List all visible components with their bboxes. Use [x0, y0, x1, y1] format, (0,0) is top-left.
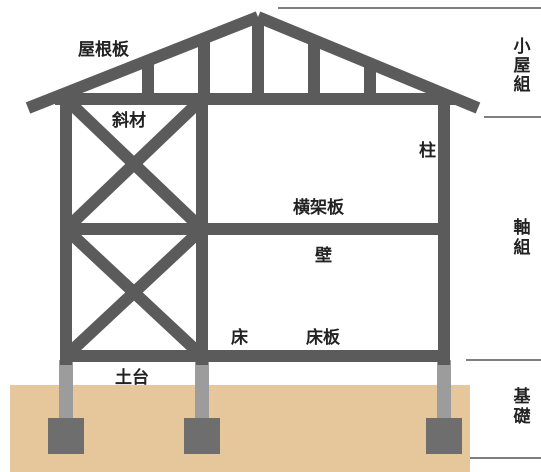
pier-right — [437, 360, 451, 420]
label-floor-board: 床板 — [306, 327, 341, 348]
brace-lower-2 — [61, 224, 207, 361]
section-rules — [278, 7, 541, 459]
label-sill: 土台 — [115, 367, 149, 388]
section-foundation-char-2: 礎 — [514, 406, 532, 427]
label-roof-board: 屋根板 — [78, 39, 130, 60]
footing-right — [426, 418, 462, 454]
section-foundation-char-1: 基 — [513, 386, 532, 407]
rafter-right — [255, 11, 481, 114]
label-brace: 斜材 — [111, 110, 146, 131]
section-label-frame: 軸 組 — [514, 217, 531, 258]
pier-middle — [195, 360, 209, 420]
structural-frame — [25, 11, 481, 365]
label-floor: 床 — [231, 327, 249, 348]
section-roof-truss-char-3: 組 — [514, 74, 531, 95]
brace-upper-2 — [61, 94, 207, 234]
section-label-roof-truss: 小 屋 組 — [514, 37, 531, 95]
section-frame-char-1: 軸 — [514, 217, 531, 238]
section-label-foundation: 基 礎 — [513, 386, 532, 427]
foundation-piers — [59, 360, 451, 420]
section-frame-char-2: 組 — [514, 237, 531, 258]
section-roof-truss-char-1: 小 — [514, 37, 531, 57]
label-beam-board: 横架板 — [293, 197, 345, 218]
pier-left — [59, 360, 73, 420]
label-column: 柱 — [419, 140, 436, 161]
footing-middle — [184, 418, 220, 454]
ground-band — [10, 385, 470, 472]
label-wall: 壁 — [315, 245, 332, 266]
section-roof-truss-char-2: 屋 — [514, 56, 531, 76]
footing-left — [48, 418, 84, 454]
foundation-footings — [48, 418, 462, 454]
